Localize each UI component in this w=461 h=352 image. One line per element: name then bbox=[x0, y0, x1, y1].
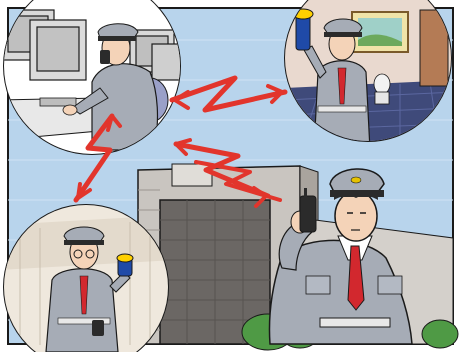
illustration bbox=[0, 0, 461, 352]
